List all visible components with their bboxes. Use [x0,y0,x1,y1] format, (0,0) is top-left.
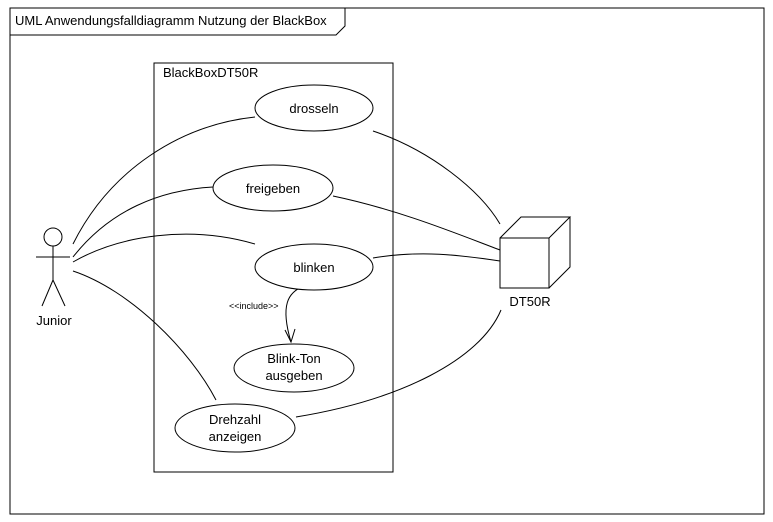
use-case-drosseln-label: drosseln [289,101,338,116]
association-junior-freigeben [72,186,214,258]
use-case-blink-ton-ellipse [233,343,355,393]
cube-top [499,216,572,239]
use-case-drosseln-ellipse [254,84,374,132]
frame-title: UML Anwendungsfalldiagramm Nutzung der B… [15,13,327,28]
use-case-drehzahl-label-line1: Drehzahl [209,412,261,427]
actor-junior-icon [36,227,70,307]
cube-front [499,237,550,289]
association-junior-blinken [72,233,256,263]
association-blinken-dt50r [372,253,501,262]
actor-junior-label: Junior [36,313,72,328]
association-drosseln-dt50r [372,130,501,225]
use-case-drehzahl-ellipse [174,403,296,453]
actor-junior-head [43,227,63,247]
use-case-blinken-ellipse [254,243,374,291]
associations [72,116,502,418]
use-case-blink-ton-label-line1: Blink-Ton [267,351,320,366]
actor-junior-right-leg [52,279,66,307]
actor-junior-left-leg [41,279,54,307]
frame-title-tab [10,8,346,36]
actor-dt50r-cube-icon [499,216,572,289]
system-boundary [153,62,394,473]
use-case-drehzahl: Drehzahl anzeigen [174,403,296,453]
use-case-freigeben: freigeben [212,164,334,212]
actor-dt50r-label: DT50R [509,294,550,309]
association-junior-drosseln [72,116,256,245]
use-case-blink-ton-label-line2: ausgeben [265,368,322,383]
include-arrow-head [284,328,296,344]
use-case-freigeben-label: freigeben [246,181,300,196]
use-case-blink-ton: Blink-Ton ausgeben [233,343,355,393]
use-case-freigeben-ellipse [212,164,334,212]
use-case-blinken: blinken [254,243,374,291]
use-case-drehzahl-label-line2: anzeigen [209,429,262,444]
association-freigeben-dt50r [332,195,501,251]
use-case-drosseln: drosseln [254,84,374,132]
cube-side [548,217,571,289]
include-arrow-line [285,285,305,343]
association-junior-drehzahl [72,270,217,401]
include-label: <<include>> [229,301,279,311]
include-dependency: <<include>> [229,285,305,344]
association-drehzahl-dt50r [295,309,502,418]
diagram-frame [9,7,765,515]
system-name: BlackBoxDT50R [163,65,258,80]
use-case-blinken-label: blinken [293,260,334,275]
